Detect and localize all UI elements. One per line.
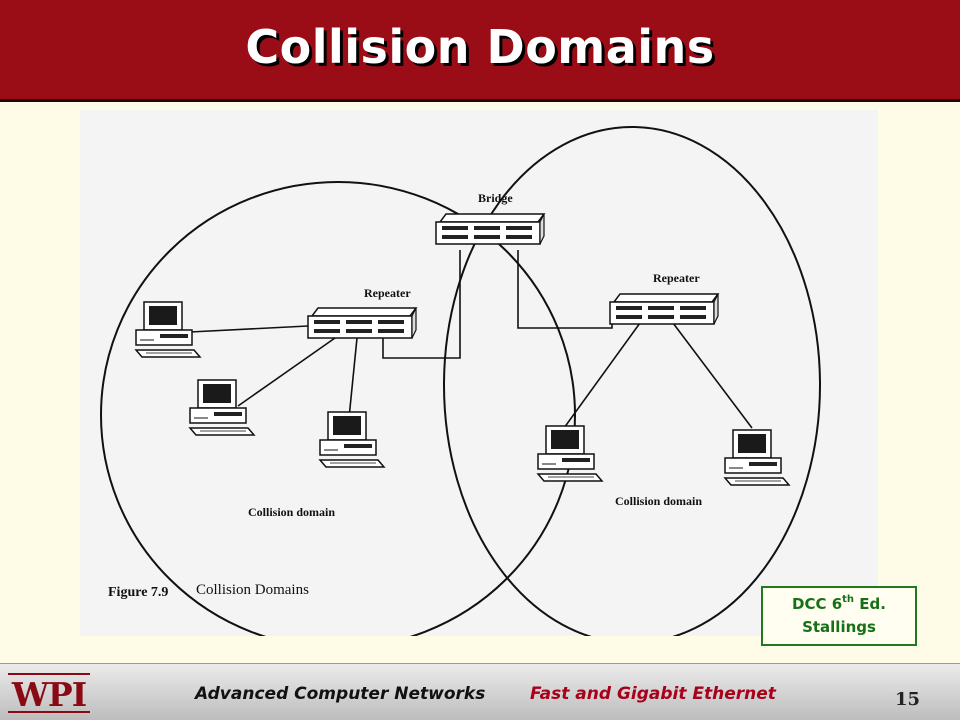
computer-icon <box>724 429 790 486</box>
collision-domain-right-ellipse <box>443 126 821 636</box>
citation-box: DCC 6th Ed. Stallings <box>761 586 917 646</box>
link-repeater-pc4 <box>563 322 641 429</box>
link-bridge-repeater-right <box>517 250 613 329</box>
link-repeater-pc5 <box>672 322 753 429</box>
repeater-right-label: Repeater <box>653 271 700 285</box>
bridge-label: Bridge <box>478 191 513 205</box>
figure-caption-label: Figure 7.9 <box>108 585 168 600</box>
figure-collision-domains: Bridge Repeater Repeater Collision domai… <box>80 110 878 636</box>
collision-domain-left-label: Collision domain <box>248 505 335 519</box>
computer-icon <box>135 301 201 358</box>
wpi-logo: WPI <box>8 673 90 714</box>
collision-domain-left-ellipse <box>100 181 576 636</box>
page-number: 15 <box>895 689 921 710</box>
computer-icon <box>189 379 255 436</box>
repeater-left-label: Repeater <box>364 286 411 300</box>
slide-title: Collision Domains <box>245 20 715 74</box>
citation-line2: Stallings <box>802 618 876 636</box>
figure-caption-text: Collision Domains <box>196 582 309 598</box>
link-repeater-pc1 <box>189 325 309 333</box>
computer-icon <box>319 411 385 468</box>
link-repeater-pc2 <box>237 337 336 407</box>
computer-icon <box>537 425 603 482</box>
wpi-logo-text: WPI <box>11 675 86 714</box>
link-bridge-repeater-left <box>382 250 461 359</box>
footer-bar: WPI Advanced Computer Networks Fast and … <box>0 663 960 720</box>
collision-domain-right-label: Collision domain <box>615 494 702 508</box>
lecture-topic: Fast and Gigabit Ethernet <box>530 684 776 704</box>
repeater-left-icon <box>307 307 417 339</box>
bridge-icon <box>435 213 545 245</box>
citation-line1: DCC 6th Ed. <box>792 594 886 613</box>
repeater-right-icon <box>609 293 719 325</box>
course-name: Advanced Computer Networks <box>195 684 486 704</box>
title-bar: Collision Domains <box>0 0 960 102</box>
